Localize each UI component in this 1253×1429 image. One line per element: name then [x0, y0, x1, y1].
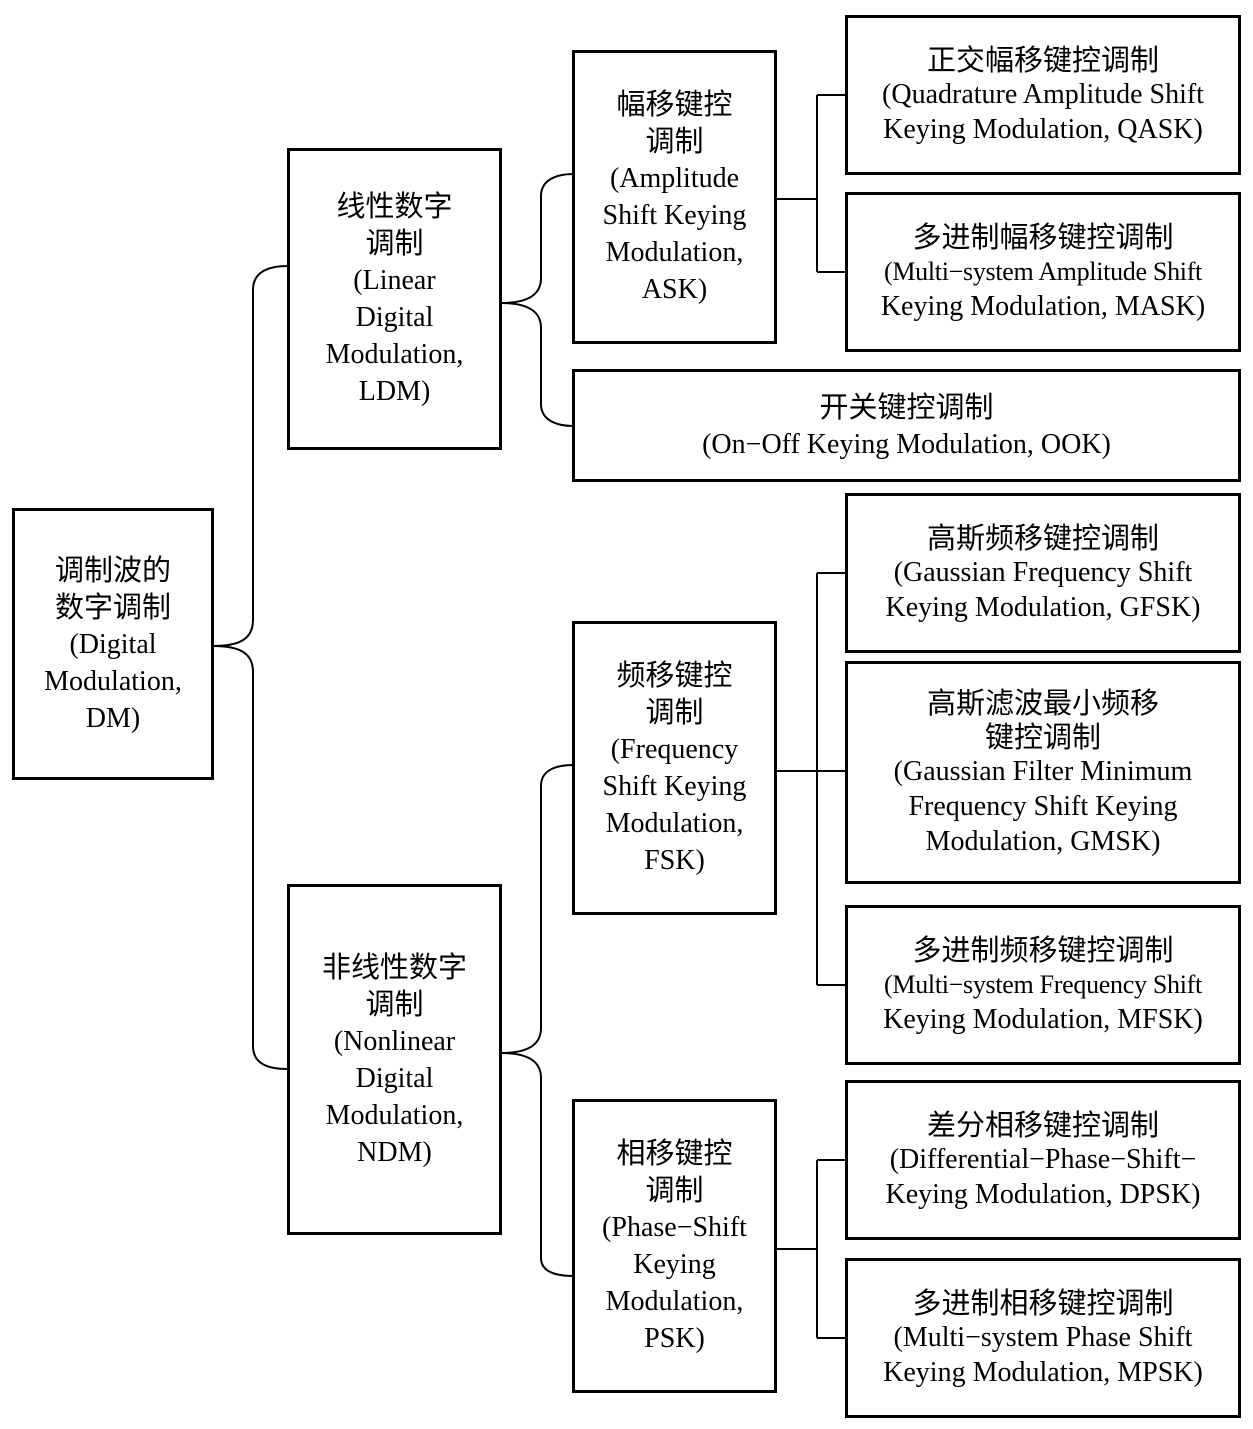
node-label-en: Keying — [633, 1249, 716, 1280]
node-label-en: ASK) — [641, 274, 708, 305]
node-label-zh: 调制 — [645, 695, 704, 729]
node-label-zh: 高斯滤波最小频移 — [926, 686, 1159, 720]
node-label-zh: 差分相移键控调制 — [926, 1108, 1159, 1142]
node-label-zh: 幅移键控 — [616, 87, 733, 121]
node-label-en: Modulation, — [44, 665, 182, 697]
node-label-en: Keying Modulation, MASK) — [880, 291, 1206, 322]
connector-fsk-branch — [776, 572, 847, 986]
node-mpsk: 多进制相移键控调制 (Multi−system Phase Shift Keyi… — [845, 1258, 1241, 1418]
connector-ndm-branch — [500, 1052, 575, 1277]
node-label-en: Keying Modulation, QASK) — [883, 114, 1203, 145]
node-label-en: NDM) — [357, 1136, 432, 1168]
node-nonlinear-digital-modulation: 非线性数字 调制 (Nonlinear Digital Modulation, … — [287, 884, 502, 1235]
node-label-en: (Linear — [353, 265, 436, 296]
node-label-en: Keying Modulation, MFSK) — [883, 1004, 1203, 1035]
node-label-zh: 调制波的 — [54, 552, 171, 587]
node-label-zh: 开关键控调制 — [819, 389, 994, 424]
connector-dm-branch — [212, 645, 289, 1070]
node-mask: 多进制幅移键控调制 (Multi−system Amplitude Shift … — [845, 192, 1241, 352]
connector-ldm-branch — [500, 173, 575, 304]
connector-ldm-branch — [500, 302, 575, 427]
node-label-en: Keying Modulation, MPSK) — [883, 1357, 1203, 1388]
node-label-en: Modulation, — [325, 339, 464, 370]
node-label-zh: 多进制幅移键控调制 — [912, 220, 1174, 254]
node-psk: 相移键控 调制 (Phase−Shift Keying Modulation, … — [572, 1099, 777, 1393]
node-label-en: Shift Keying — [602, 200, 747, 231]
node-label-zh: 调制 — [365, 226, 424, 260]
node-label-zh: 多进制频移键控调制 — [912, 933, 1174, 967]
node-label-en: Modulation, — [605, 237, 744, 268]
node-label-en: Digital — [355, 1062, 434, 1094]
node-gfsk: 高斯频移键控调制 (Gaussian Frequency Shift Keyin… — [845, 493, 1241, 653]
node-label-en: (Amplitude — [609, 163, 740, 194]
node-label-en: PSK) — [644, 1323, 705, 1354]
node-mfsk: 多进制频移键控调制 (Multi−system Frequency Shift … — [845, 905, 1241, 1065]
node-label-en: Modulation, GMSK) — [925, 826, 1161, 857]
node-label-en: (Digital — [69, 628, 157, 660]
connector-ask-branch — [776, 94, 847, 273]
node-label-en: Keying Modulation, DPSK) — [885, 1179, 1201, 1210]
node-label-en: Digital — [355, 302, 434, 333]
node-dpsk: 差分相移键控调制 (Differential−Phase−Shift− Keyi… — [845, 1080, 1241, 1240]
node-label-en: (Gaussian Frequency Shift — [893, 557, 1193, 588]
node-label-en: LDM) — [358, 376, 431, 407]
node-linear-digital-modulation: 线性数字 调制 (Linear Digital Modulation, LDM) — [287, 148, 502, 450]
node-label-en: FSK) — [644, 845, 705, 876]
node-label-en: (Differential−Phase−Shift− — [889, 1144, 1197, 1175]
node-label-en: (Quadrature Amplitude Shift — [882, 79, 1204, 110]
node-label-zh: 线性数字 — [336, 189, 453, 223]
node-label-zh: 多进制相移键控调制 — [912, 1286, 1174, 1320]
node-label-en: (On−Off Keying Modulation, OOK) — [702, 428, 1111, 460]
node-label-zh: 调制 — [645, 1173, 704, 1207]
node-label-zh: 高斯频移键控调制 — [926, 521, 1159, 555]
node-label-en: (Gaussian Filter Minimum — [893, 756, 1193, 787]
node-label-en: Keying Modulation, GFSK) — [885, 592, 1201, 623]
connector-psk-branch — [776, 1159, 847, 1339]
node-label-en: Modulation, — [605, 1286, 744, 1317]
node-label-en: (Phase−Shift — [602, 1212, 747, 1243]
node-label-en: Modulation, — [325, 1099, 464, 1131]
node-label-en: (Frequency — [610, 734, 739, 765]
node-label-en: (Nonlinear — [333, 1025, 456, 1057]
node-label-zh: 调制 — [365, 986, 424, 1021]
node-label-en: Frequency Shift Keying — [908, 791, 1178, 822]
node-label-en: Modulation, — [605, 808, 744, 839]
node-qask: 正交幅移键控调制 (Quadrature Amplitude Shift Key… — [845, 15, 1241, 175]
node-label-zh: 正交幅移键控调制 — [926, 43, 1159, 77]
node-label-zh: 相移键控 — [616, 1136, 733, 1170]
node-label-en: (Multi−system Frequency Shift — [884, 970, 1202, 999]
node-fsk: 频移键控 调制 (Frequency Shift Keying Modulati… — [572, 621, 777, 915]
connector-dm-branch — [212, 265, 289, 647]
node-label-zh: 频移键控 — [616, 658, 733, 692]
node-label-en: (Multi−system Amplitude Shift — [884, 257, 1202, 286]
node-label-zh: 调制 — [645, 124, 704, 158]
node-label-en: Shift Keying — [602, 771, 747, 802]
node-ook: 开关键控调制 (On−Off Keying Modulation, OOK) — [572, 369, 1241, 482]
node-label-zh: 键控调制 — [984, 720, 1101, 754]
node-ask: 幅移键控 调制 (Amplitude Shift Keying Modulati… — [572, 50, 777, 344]
node-gmsk: 高斯滤波最小频移 键控调制 (Gaussian Filter Minimum F… — [845, 661, 1241, 884]
node-label-en: (Multi−system Phase Shift — [893, 1322, 1193, 1353]
connector-ndm-branch — [500, 764, 575, 1054]
node-label-en: DM) — [85, 702, 141, 734]
node-digital-modulation: 调制波的 数字调制 (Digital Modulation, DM) — [12, 508, 214, 780]
node-label-zh: 非线性数字 — [321, 949, 467, 984]
node-label-zh: 数字调制 — [54, 589, 171, 624]
